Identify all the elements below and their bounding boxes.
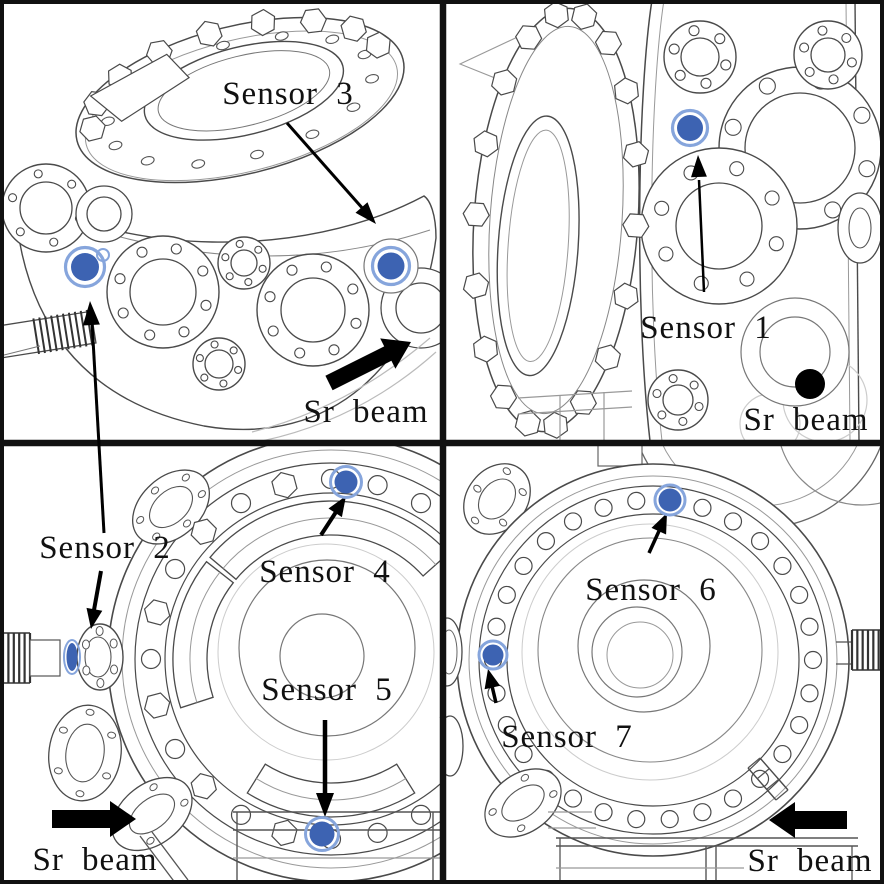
sensor-5-label: Sensor 5 [261,672,393,708]
sensor-6-label: Sensor 6 [585,572,717,608]
sensor-2-label: Sensor 2 [39,530,171,566]
sensor-7-arrow [484,669,501,704]
sr-beam-label-bottom-right: Sr beam [747,843,872,879]
sensor-1-arrow [691,155,707,293]
sensor-7-marker [477,639,509,671]
sensor-4-label: Sensor 4 [259,554,391,590]
sr-beam-arrow-bottom-right [769,802,847,838]
sensor-2-marker-side-view [63,639,81,675]
sensor-3-marker [370,245,412,287]
sensor-2-arrow-down [86,570,103,629]
sensor-6-marker [653,483,687,517]
sensor-2-arrow-up [82,301,106,534]
sr-beam-dot-top-right [795,369,825,399]
sensor-4-marker [329,465,363,499]
panel-top-left-chamber-art [0,8,441,441]
sr-beam-arrow-top-left [325,338,411,391]
panel-bottom-left-chamber-art [1,443,441,884]
panel-bottom-right-chamber-art [443,443,884,884]
sensor-1-label: Sensor 1 [640,310,772,346]
sensor-7-label: Sensor 7 [501,719,633,755]
sr-beam-label-top-left: Sr beam [303,394,428,430]
sensor-5-arrow [316,720,334,817]
sensor-5-marker [304,816,340,852]
sensor-2-marker-top-left-panel [63,245,110,289]
panel-top-right-chamber-art [458,0,883,441]
sensor-1-marker [670,108,710,148]
sensor-4-arrow [319,496,346,537]
sr-beam-arrow-bottom-left [52,801,136,837]
sensor-3-label: Sensor 3 [222,76,354,112]
sr-beam-label-bottom-left: Sr beam [32,842,157,878]
sr-beam-label-top-right: Sr beam [743,402,868,438]
sensor-6-arrow [647,513,667,554]
annotations: Sensor 3 Sensor 1 Sensor 2 Sensor 4 Sens… [32,76,872,879]
sensor-3-arrow [285,122,376,224]
